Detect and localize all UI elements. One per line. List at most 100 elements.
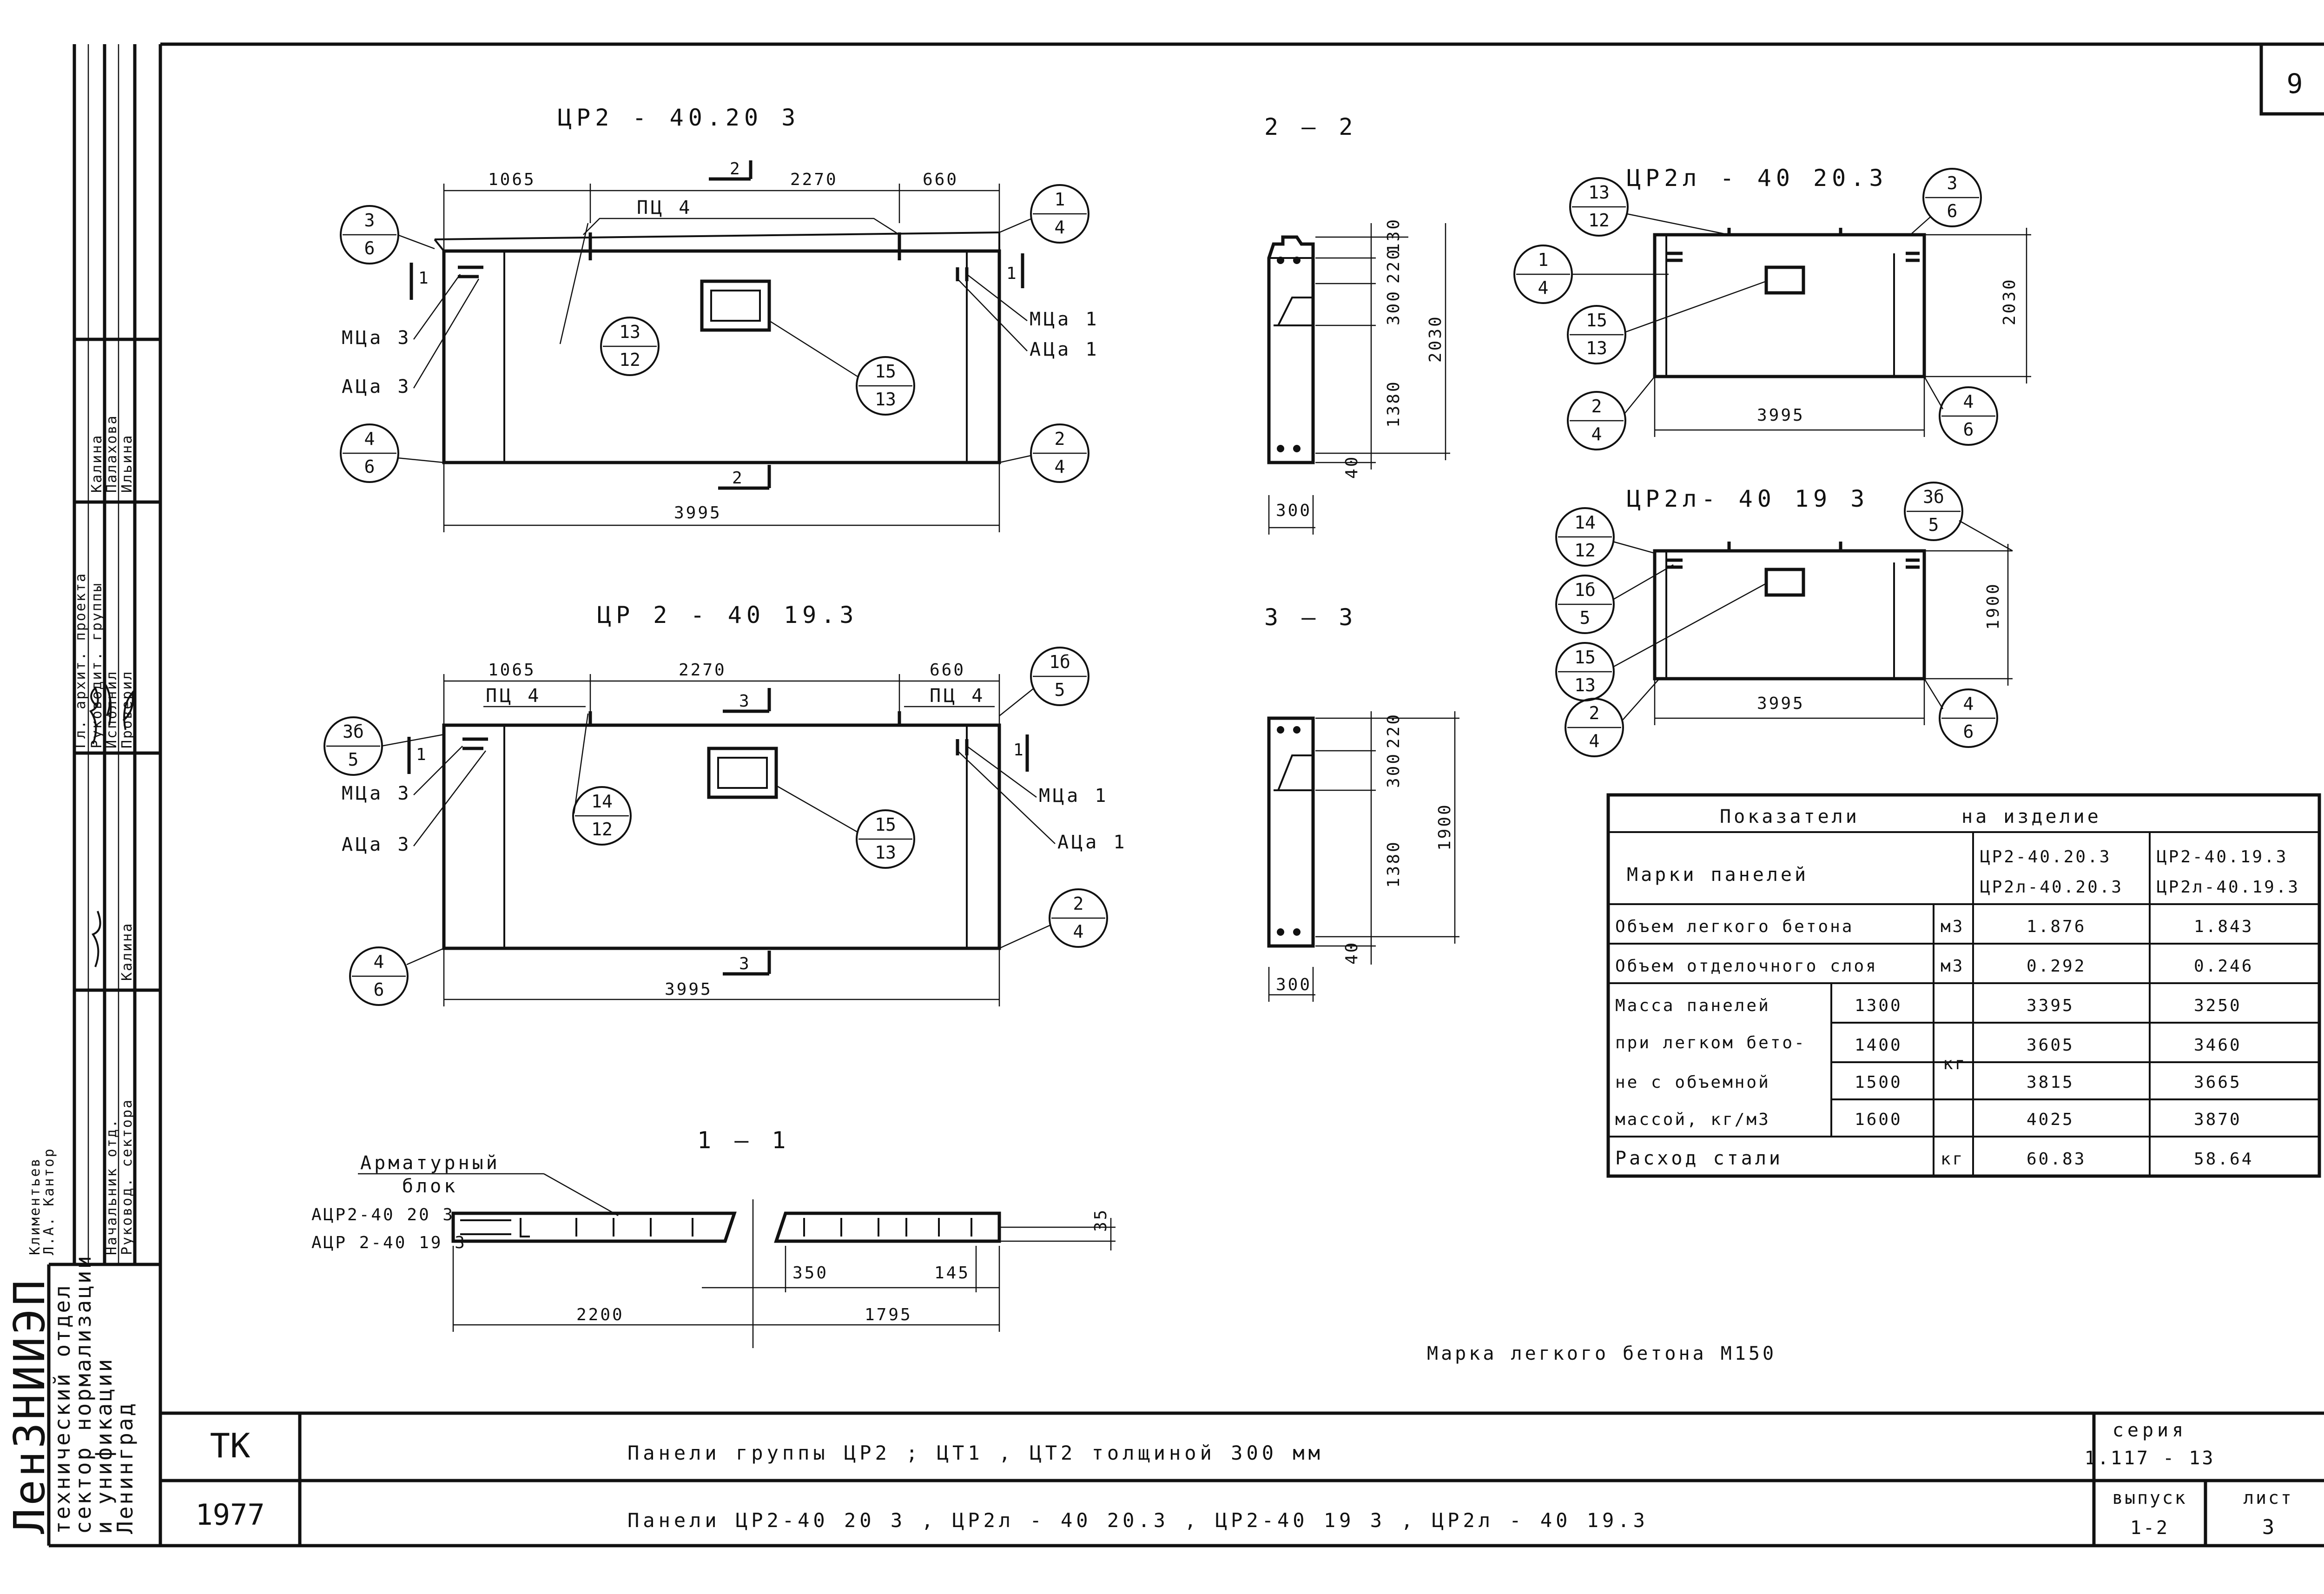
org-line-3: сектор нормализации — [71, 1254, 96, 1534]
p1-dim-2: 2270 — [790, 170, 838, 189]
p1-title: ЦР2 - 40.20 3 — [558, 104, 800, 131]
p1-c2-top: 13 — [619, 322, 640, 342]
p4-c2-bot: 5 — [1928, 515, 1939, 535]
p2-c2-top: 14 — [591, 791, 613, 812]
mass-3-density: 1500 — [1855, 1073, 1902, 1092]
mass-2-v1: 3605 — [2027, 1036, 2074, 1055]
title-line-1: Панели группы ЦР2 ; ЦТ1 , ЦТ2 толщиной 3… — [627, 1442, 1324, 1464]
concrete-note: Марка легкого бетона М150 — [1427, 1343, 1776, 1364]
issue-value: 1-2 — [2130, 1517, 2169, 1539]
title-mark: ТК — [210, 1426, 251, 1465]
mass-label-3: не с объемной — [1615, 1073, 1770, 1092]
row-2-label: Объем отделочного слоя — [1615, 957, 1878, 976]
s11-d5: 35 — [1091, 1208, 1110, 1232]
s22-d4: 1380 — [1384, 380, 1403, 428]
p1-c1-top: 3 — [364, 210, 375, 231]
p4-c5-top: 2 — [1589, 703, 1600, 723]
series-label: серия — [2113, 1420, 2187, 1441]
p1-c2-bot: 12 — [619, 350, 640, 370]
mass-1-v2: 3250 — [2194, 996, 2242, 1015]
p3-c6-bot: 6 — [1963, 419, 1974, 440]
p3-dim-bottom: 3995 — [1757, 406, 1805, 425]
p2-c4-bot: 5 — [1055, 680, 1065, 700]
stamp-roles: Гл. архит. проекта Руководит. группы Исп… — [27, 415, 135, 1256]
mass-4-density: 1600 — [1855, 1110, 1902, 1129]
org-line-4: и унификации — [92, 1357, 117, 1534]
series-value: 1.117 - 13 — [2085, 1448, 2215, 1469]
mass-3-v1: 3815 — [2027, 1073, 2074, 1092]
p3-c4-top: 15 — [1586, 310, 1607, 331]
p1-c4-top: 1 — [1055, 189, 1065, 210]
title-year: 1977 — [195, 1498, 264, 1532]
p1-c6-top: 2 — [1055, 429, 1065, 449]
row-2-v2: 0.246 — [2194, 957, 2253, 976]
s11-d3: 350 — [792, 1263, 828, 1283]
p2-c2-bot: 12 — [591, 819, 613, 840]
s11-mark-1: АЦР2-40 20 3 — [311, 1205, 455, 1224]
p1-label-ac-r: АЦа 1 — [1030, 339, 1099, 360]
s22-d2: 220 — [1384, 248, 1403, 284]
title-line-2: Панели ЦР2-40 20 3 , ЦР2л - 40 20.3 , ЦР… — [627, 1509, 1649, 1532]
s22-total: 2030 — [1426, 315, 1445, 363]
p2-label-mc: МЦа 3 — [342, 783, 411, 804]
p1-c6-bot: 4 — [1055, 456, 1065, 477]
p3-c3-top: 1 — [1538, 250, 1549, 270]
stamp-signatures — [89, 682, 134, 967]
panel-p1: ЦР2 - 40.20 3 1065 2270 660 3995 — [340, 104, 1099, 532]
p3-title: ЦР2л - 40 20.3 — [1627, 165, 1888, 192]
p1-c4-bot: 4 — [1055, 217, 1065, 238]
p2-c3-bot: 13 — [875, 842, 896, 863]
p2-sec-bot: 3 — [739, 954, 751, 973]
p2-c5-top: 4 — [374, 952, 384, 972]
section-3-3: 3 — 3 220 300 1380 40 1900 300 — [1264, 604, 1459, 1002]
p1-c3-top: 15 — [875, 361, 896, 382]
table-col1-a: ЦР2-40.20.3 — [1980, 847, 2111, 866]
s33-d3: 1380 — [1384, 840, 1403, 888]
mass-3-v2: 3665 — [2194, 1073, 2242, 1092]
p2-c6-top: 2 — [1073, 893, 1084, 914]
steel-v2: 58.64 — [2194, 1150, 2253, 1169]
panel-p3: ЦР2л - 40 20.3 2030 3995 13 12 3 6 1 4 1… — [1513, 165, 2031, 450]
org-block: ЛенЗНИИЭП технический отдел сектор норма… — [5, 1254, 138, 1534]
p2-c1-top: 3б — [343, 721, 364, 742]
p2-c4-top: 1б — [1049, 652, 1070, 672]
s11-d4: 145 — [934, 1263, 970, 1283]
p3-c4-bot: 13 — [1586, 338, 1607, 358]
p4-dim-bottom: 3995 — [1757, 694, 1805, 713]
p4-c4-bot: 13 — [1574, 675, 1596, 695]
s33-d1: 220 — [1384, 713, 1403, 748]
s22-d5: 40 — [1342, 455, 1361, 479]
steel-v1: 60.83 — [2027, 1150, 2086, 1169]
p1-label-mc-r: МЦа 1 — [1030, 309, 1099, 330]
p4-c3-bot: 5 — [1580, 608, 1591, 628]
sheet-number: 9 — [2287, 68, 2303, 99]
row-1-v2: 1.843 — [2194, 917, 2253, 936]
stamp-name-1: Калина — [89, 434, 105, 493]
section-1-1: 1 — 1 Арматурный блок АЦР2-40 20 3 АЦР 2… — [311, 1127, 1116, 1348]
p3-c6-top: 4 — [1963, 391, 1974, 412]
stamp-name-3: Ильина — [119, 434, 135, 493]
s11-title: 1 — 1 — [697, 1127, 791, 1154]
table-col2-b: ЦР2л-40.19.3 — [2157, 878, 2300, 897]
org-line-5: Ленинград — [112, 1402, 138, 1534]
p1-label-pc: ПЦ 4 — [637, 197, 693, 218]
s33-d4: 40 — [1342, 941, 1361, 965]
s22-d3: 300 — [1384, 290, 1403, 325]
left-stamp — [47, 44, 160, 1546]
s33-total: 1900 — [1435, 803, 1454, 851]
table-col-label: Марки панелей — [1627, 864, 1809, 886]
p4-c3-top: 1б — [1574, 580, 1596, 600]
s11-block-label-2: блок — [402, 1176, 458, 1197]
p4-title: ЦР2л- 40 19 3 — [1627, 485, 1869, 512]
p2-dim-2: 2270 — [679, 661, 726, 680]
p4-c1-bot: 12 — [1574, 540, 1596, 561]
s11-d1: 2200 — [576, 1305, 624, 1324]
p2-c3-top: 15 — [875, 814, 896, 835]
p2-label-ac: АЦа 3 — [342, 834, 411, 855]
p2-dim-3: 660 — [930, 661, 965, 680]
sheet-value: 3 — [2262, 1515, 2275, 1539]
mass-unit: кг — [1943, 1054, 1967, 1073]
p2-title: ЦР 2 - 40 19.3 — [597, 602, 858, 628]
mass-2-v2: 3460 — [2194, 1036, 2242, 1055]
